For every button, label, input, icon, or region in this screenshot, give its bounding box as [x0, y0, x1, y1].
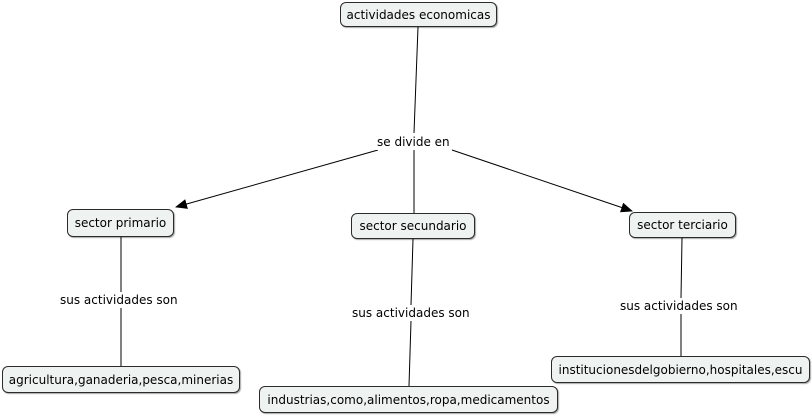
connector-terciario-label	[680, 237, 683, 299]
concept-label: sector terciario	[637, 218, 728, 232]
connector-secundario-detail	[408, 320, 412, 387]
concept-label: agricultura,ganaderia,pesca,minerias	[8, 372, 234, 387]
concept-secundario-detail[interactable]: industrias,como,alimentos,ropa,medicamen…	[259, 386, 558, 413]
concept-sector-primario[interactable]: sector primario	[67, 209, 174, 237]
concept-label: institucionesdelgobierno,hospitales,escu	[558, 362, 803, 377]
connector-secundario-label	[410, 238, 414, 306]
concept-primario-detail[interactable]: agricultura,ganaderia,pesca,minerias	[2, 366, 240, 393]
concept-label: actividades economicas	[346, 7, 491, 22]
connector-root-divide	[413, 26, 419, 134]
concept-label: sector secundario	[359, 219, 467, 233]
concept-terciario-detail[interactable]: institucionesdelgobierno,hospitales,escu	[551, 356, 810, 383]
concept-label: sector primario	[74, 216, 167, 230]
link-label-primario-actividades[interactable]: sus actividades son	[58, 292, 180, 308]
link-label-se-divide-en[interactable]: se divide en	[375, 134, 452, 150]
connector-divide-terciario	[451, 149, 633, 213]
link-label-terciario-actividades[interactable]: sus actividades son	[618, 298, 740, 314]
link-label-secundario-actividades[interactable]: sus actividades son	[350, 305, 472, 321]
concept-sector-secundario[interactable]: sector secundario	[351, 213, 475, 239]
concept-label: industrias,como,alimentos,ropa,medicamen…	[267, 392, 550, 407]
concept-sector-terciario[interactable]: sector terciario	[629, 212, 736, 238]
concept-actividades-economicas[interactable]: actividades economicas	[340, 2, 497, 27]
connector-divide-primario	[175, 149, 379, 209]
